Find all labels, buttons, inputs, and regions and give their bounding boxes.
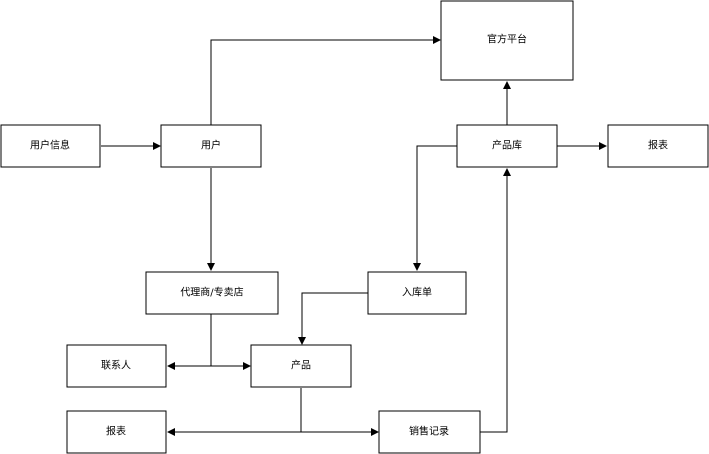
edge-user-to-platform — [210, 36, 441, 125]
node-official-platform — [440, 0, 574, 81]
edge-library-to-receipt — [413, 145, 457, 271]
label-report-bottom: 报表 — [106, 425, 126, 438]
label-user: 用户 — [201, 139, 221, 152]
node-product — [250, 344, 352, 388]
node-contact — [66, 344, 167, 388]
node-warehouse-receipt — [367, 271, 467, 315]
label-product: 产品 — [291, 359, 311, 372]
label-user-info: 用户信息 — [30, 139, 70, 152]
label-sales-record: 销售记录 — [409, 425, 449, 438]
node-report-bottom — [66, 410, 167, 454]
node-sales-record — [378, 410, 481, 454]
node-report-top — [607, 124, 709, 168]
label-agent-store: 代理商/专卖店 — [180, 286, 243, 299]
node-product-library — [456, 124, 558, 168]
label-warehouse-receipt: 入库单 — [402, 286, 432, 299]
edge-receipt-to-product — [298, 292, 368, 345]
node-user — [160, 124, 262, 168]
label-official-platform: 官方平台 — [487, 33, 527, 46]
label-report-top: 报表 — [648, 139, 668, 152]
edge-sales-to-library — [480, 168, 511, 433]
label-contact: 联系人 — [101, 360, 131, 372]
node-agent-store — [145, 271, 279, 315]
label-product-library: 产品库 — [492, 139, 522, 152]
node-user-info — [0, 124, 101, 168]
